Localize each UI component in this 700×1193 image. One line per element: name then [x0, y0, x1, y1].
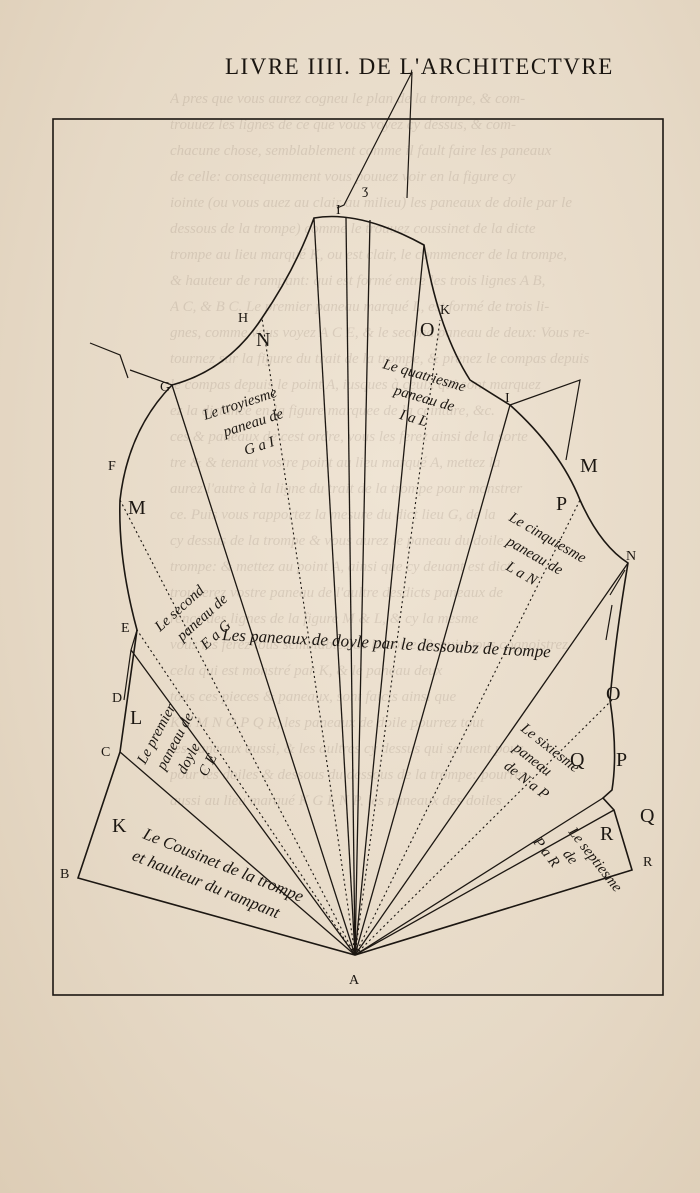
bleed-through-line: dessous de la trompe) comme le trouuez c…	[170, 221, 536, 237]
bleed-through-line: vous les ferez tous semblables de la sor…	[170, 637, 569, 653]
point-label-k-top: K	[440, 303, 450, 318]
figure-frame	[52, 118, 664, 996]
panel-letter-p-mid: P	[556, 493, 567, 515]
notch-n	[605, 569, 626, 641]
panel-caption-4: Le quatriesme paneau de I a L	[380, 356, 468, 430]
bleed-through-line: & hauteur de rampant: qui est formé entr…	[170, 273, 546, 289]
bleed-through-line: de celle: consequemment vous pouuez voir…	[170, 169, 516, 185]
panel-caption-1: Le premier paneau de doyle C E	[134, 701, 221, 779]
bleed-through-line: A C, & B C. Le premier paneau marqué L, …	[170, 299, 550, 315]
panel-letter-m-left: M	[128, 497, 146, 519]
point-label-z: ʒ	[362, 183, 368, 198]
panel-caption-5: Le cinquiesme paneau de L a N	[502, 509, 589, 589]
bleed-through-line: le compas depuis le point A, iusques à c…	[170, 377, 541, 393]
point-label-c: C	[101, 745, 110, 760]
panel-letter-p-right: P	[616, 749, 627, 771]
bleed-through-line: trompe: & mettez au point A, ainsi que c…	[170, 559, 515, 575]
svg-text:G a I: G a I	[242, 434, 277, 459]
bleed-through-line: A pres que vous aurez cogneu le plan de …	[170, 91, 526, 107]
point-label-r-right: R	[643, 855, 653, 870]
panel-caption-3: Le troyiesme paneau de G a I	[200, 385, 285, 459]
panel-letter-k: K	[112, 815, 127, 837]
panel-letter-q: Q	[570, 749, 585, 771]
l-construction	[509, 379, 581, 461]
g-construction	[89, 342, 173, 386]
bleed-through-line: aussi au lieu marqué K G L N P, les pane…	[170, 793, 502, 806]
bleed-through-line: iointe (ou vous auez au clair au milieu)…	[170, 195, 573, 211]
outline-left	[76, 215, 633, 956]
bleed-through-line: tournez sur la figure du trait de la tro…	[170, 351, 590, 367]
bleed-through-line: trouuez les lignes de ce que vous voyez …	[170, 117, 517, 133]
bleed-through-line: les paneaux aussi, & les aultres cy dess…	[170, 741, 524, 757]
point-label-i-top: I	[336, 203, 341, 218]
bleed-through-line: ez la distance en la figure marquee de l…	[170, 403, 495, 419]
panel-letter-o-right: O	[606, 683, 620, 705]
panel-letter-n-top: N	[256, 329, 270, 351]
point-label-i-right: I	[505, 391, 510, 406]
point-label-d: D	[112, 691, 122, 706]
page-header: LIVRE IIII. DE L'ARCHITECTVRE	[225, 54, 614, 79]
point-label-g: G	[160, 380, 170, 395]
bleed-through-line: gnes, comme vous voyez A C E, & le secon…	[170, 325, 590, 341]
bleed-through-line: pour les doiles & dessous du dessous de …	[170, 767, 528, 783]
k-caption: Le Cousinet de la trompe et haulteur du …	[130, 824, 307, 923]
point-label-f: F	[108, 459, 116, 474]
bleed-through-line: K L M N O P Q R, les paneaux de doile po…	[170, 715, 484, 731]
i-construction	[336, 71, 413, 209]
bleed-through-text: A pres que vous aurez cogneu le plan de …	[170, 86, 690, 806]
bleed-through-line: cy dessus de la trompe & vous aurez le p…	[170, 533, 504, 549]
radial-solid-lines	[119, 217, 629, 956]
bleed-through-line: ce. Puis vous rapportez la mesure du dic…	[170, 507, 496, 523]
svg-text:P a R: P a R	[529, 834, 563, 871]
svg-text:I a L: I a L	[397, 407, 430, 430]
panel-letter-r-right: R	[600, 823, 614, 845]
point-label-h: H	[238, 311, 248, 326]
bleed-through-line: rence des lignes de la figure M & L, & c…	[170, 611, 479, 627]
panel-caption-2: Le second paneau de E a G	[151, 582, 234, 653]
bleed-through-line: cela qui est monstré par K, & le paneau …	[170, 663, 443, 679]
panel-letter-q-small: Q	[640, 805, 655, 827]
radial-dotted-lines	[119, 317, 633, 956]
bleed-through-line: trompe au lieu marqué K, ou est clair, l…	[170, 247, 568, 263]
bleed-through-line: chacune chose, semblablement comme il fa…	[170, 143, 552, 159]
bleed-through-line: tre & & tenant vostre point au lieu marq…	[170, 455, 501, 471]
point-label-b: B	[60, 867, 69, 882]
point-label-a: A	[349, 973, 360, 988]
point-label-n-right: N	[626, 549, 636, 564]
panel-letter-l: L	[130, 707, 142, 729]
point-label-e: E	[121, 621, 130, 636]
panel-caption-6: Le sixiesme paneau de N a P	[501, 720, 583, 803]
bleed-through-line: tous ces pieces & paneaux, sont faicts a…	[170, 689, 457, 705]
panel-letter-o-top: O	[420, 319, 434, 341]
bleed-through-line: trouuerez vostre paneau de l'aultre desd…	[170, 585, 503, 601]
bleed-through-line: aurez l'autre à la ligne du trait de la …	[170, 481, 523, 497]
panel-letter-m-right: M	[580, 455, 598, 477]
